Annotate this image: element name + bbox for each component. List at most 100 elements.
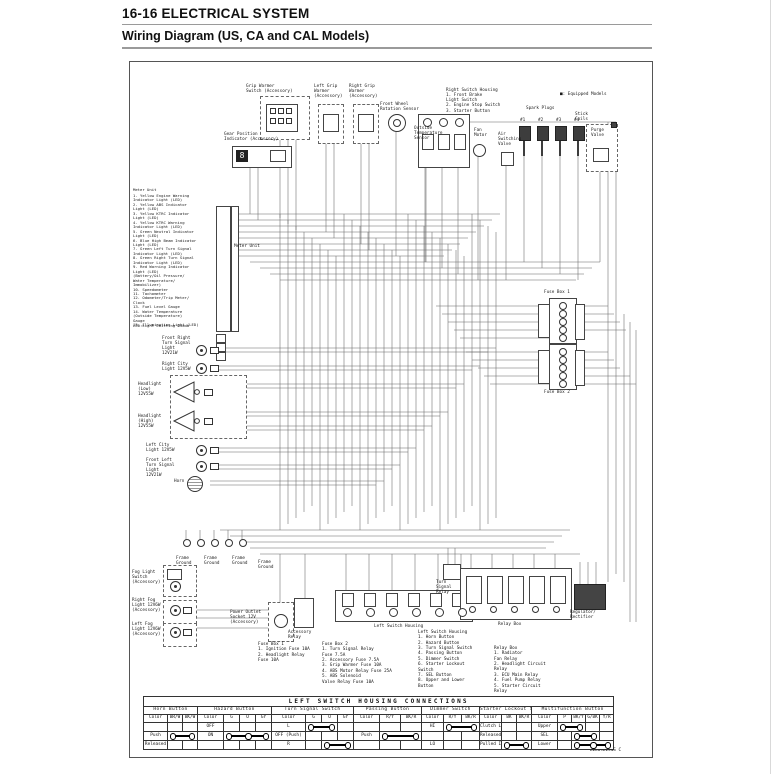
connection-cell — [501, 740, 532, 750]
column-header: R/Y — [379, 714, 401, 723]
connection-cell — [557, 740, 572, 750]
connection-cell — [167, 731, 198, 741]
diagram-code: W2L0922CNS C — [590, 748, 622, 753]
connection-cell — [182, 740, 198, 750]
meter-unit-title: Meter Unit — [133, 187, 157, 192]
front-left-turn-signal-bulb — [196, 461, 207, 472]
connection-cell — [239, 740, 256, 750]
label-grip-warmer-switch: Grip Warmer Switch (Accessory) — [246, 84, 293, 95]
horn-symbol — [187, 476, 203, 492]
connection-cell — [305, 731, 322, 741]
connection-cell — [167, 740, 183, 750]
fog-switch-indicator-bulb — [170, 581, 181, 592]
connection-bar — [573, 742, 612, 749]
label-regulator-rectifier: Regulator/ Rectifier — [570, 610, 596, 621]
regulator-rectifier-box — [574, 584, 606, 610]
switch-position-cell: Push — [143, 731, 168, 741]
column-header: O — [321, 714, 338, 723]
label-fuse-box-2: Fuse Box 2 — [544, 390, 570, 395]
connection-cell — [516, 731, 532, 741]
page-title: 16-16 ELECTRICAL SYSTEM — [122, 6, 310, 21]
column-header: Y/R — [598, 714, 615, 723]
label-left-grip-warmer: Left Grip Warmer (Accessory) — [314, 84, 343, 100]
switch-position-cell: SEL — [531, 731, 558, 741]
headlight-low-symbol — [172, 381, 200, 403]
column-header: BK/R — [461, 714, 480, 723]
connection-cell — [255, 722, 272, 732]
column-header: Color — [271, 714, 306, 723]
connection-cell — [516, 722, 532, 732]
label-right-switch-housing-legend: Right Switch Housing 1. Front Brake Ligh… — [446, 88, 501, 114]
column-header: Color — [531, 714, 558, 723]
connection-cell — [585, 722, 600, 732]
switch-position-cell — [143, 722, 168, 732]
connection-cell — [400, 740, 422, 750]
label-headlight-low: Headlight (Low) 12V55W — [138, 382, 162, 398]
label-plug-2: #2 — [538, 118, 544, 123]
column-header: G/BK — [585, 714, 600, 723]
label-plug-4: #4 — [574, 118, 580, 123]
label-front-wheel-rotation-sensor: Front Wheel Rotation Sensor — [380, 102, 419, 113]
meter-sensor-icon-1 — [216, 334, 226, 343]
connection-bar — [170, 733, 196, 739]
column-header: Color — [421, 714, 444, 723]
frame-ground-symbol — [239, 539, 247, 547]
group-header: Hazard Button — [197, 706, 272, 715]
column-header: GY — [337, 714, 354, 723]
switch-position-cell — [197, 740, 224, 750]
column-header: Color — [143, 714, 168, 723]
connection-cell — [557, 731, 572, 741]
title-rule — [122, 24, 652, 25]
frame-ground-symbol — [225, 539, 233, 547]
legend-fuse-box-2-title: Fuse Box 2 — [322, 642, 348, 647]
connection-cell — [305, 740, 322, 750]
legend-fuse-box-2: Fuse Box 2 1. Turn Signal Relay Fuse 7.5… — [322, 642, 392, 685]
connection-cell — [400, 722, 422, 732]
legend-left-switch-housing: Left Switch Housing 1. Horn Button 2. Ha… — [418, 630, 472, 689]
connection-cell — [598, 722, 615, 732]
connection-cell — [598, 731, 615, 741]
connection-cell — [223, 722, 240, 732]
connection-cell — [321, 731, 338, 741]
connection-bar — [574, 733, 598, 739]
connections-table-title: LEFT SWITCH HOUSING CONNECTIONS — [142, 696, 615, 707]
connection-bar — [446, 724, 478, 730]
legend-fuse-box-1-items: 1. Ignition Fuse 10A 2. Headlight Relay … — [258, 647, 310, 664]
legend-relay-box: Relay Box 1. Radiator Fan Relay 2. Headl… — [494, 646, 546, 694]
switch-position-cell: OFF (Push) — [271, 731, 306, 741]
connection-cell — [501, 722, 517, 732]
switch-position-cell: Released — [143, 740, 168, 750]
left-switch-housing-connector — [335, 590, 473, 622]
page-subtitle: Wiring Diagram (US, CA and CAL Models) — [122, 29, 370, 43]
connection-bar — [226, 733, 270, 740]
connection-cell — [570, 740, 615, 750]
label-relay-box: Relay Box — [498, 622, 522, 627]
headlight-box — [170, 375, 247, 439]
label-right-grip-warmer: Right Grip Warmer (Accessory) — [349, 84, 378, 100]
label-fuse-box-1: Fuse Box 1 — [544, 290, 570, 295]
legend-relay-box-items: 1. Radiator Fan Relay 2. Headlight Circu… — [494, 651, 546, 694]
label-frame-ground-2: Frame Ground — [204, 556, 220, 567]
meter-connector-2 — [231, 206, 239, 332]
switch-position-cell — [353, 740, 380, 750]
column-header: BK — [501, 714, 517, 723]
frame-ground-symbol — [211, 539, 219, 547]
connection-bar — [560, 724, 584, 730]
label-note-equipped: ■: Equipped Models — [560, 92, 607, 97]
label-horn: Horn — [174, 479, 185, 484]
label-frame-ground-1: Frame Ground — [176, 556, 192, 567]
column-header: G — [223, 714, 240, 723]
label-outside-temperature-sensor: Outside Temperature Sensor — [414, 126, 443, 142]
switch-position-cell: Lower — [531, 740, 558, 750]
group-header: Horn Button — [143, 706, 198, 715]
connection-cell — [223, 731, 272, 741]
legend-relay-box-title: Relay Box — [494, 646, 518, 651]
label-fan-motor: Fan Motor — [474, 128, 487, 139]
frame-ground-symbol — [197, 539, 205, 547]
label-frame-ground-4: Frame Ground — [258, 560, 274, 571]
label-plug-3: #3 — [556, 118, 562, 123]
connection-cell — [461, 740, 480, 750]
legend-left-switch-housing-title: Left Switch Housing — [418, 630, 468, 635]
label-meter-unit-connector: Meter Unit — [234, 244, 260, 249]
